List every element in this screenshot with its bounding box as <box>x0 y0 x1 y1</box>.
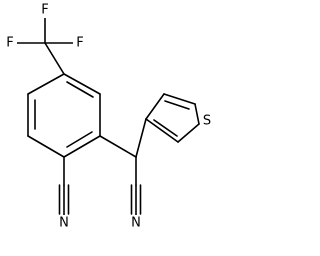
thiophene-bond <box>145 118 179 143</box>
aryl-nitrile-group <box>58 156 70 216</box>
thiophene-double-bond <box>164 100 190 110</box>
benzene-ring <box>27 73 101 158</box>
atom-labels: F F F N N S <box>3 3 214 231</box>
thiophene-bond <box>145 93 165 120</box>
fluorine-label: F <box>41 3 48 18</box>
methine-linker <box>99 118 147 158</box>
bond-ch-thiophene <box>135 118 147 158</box>
fluorine-label: F <box>6 36 13 51</box>
benzene-bond <box>27 73 65 95</box>
thiophene-bond <box>163 93 196 105</box>
molecular-structure: F F F N N S <box>3 2 214 231</box>
bond-cf3-ring <box>44 42 65 75</box>
benzene-bond <box>63 135 101 158</box>
nitrogen-label: N <box>131 216 141 231</box>
bond-ring-ch <box>99 135 137 158</box>
nitrogen-label: N <box>59 216 69 231</box>
thiophene-bond <box>177 123 200 143</box>
sulfur-label: S <box>203 114 211 129</box>
benzene-bond <box>63 73 101 95</box>
trifluoromethyl-group <box>16 14 74 75</box>
fluorine-label: F <box>76 36 83 51</box>
benzene-bond <box>27 135 65 158</box>
alkyl-nitrile-group <box>130 156 142 216</box>
benzene-double-bond <box>66 131 93 148</box>
benzene-double-bond <box>66 81 94 98</box>
thiophene-ring <box>145 93 200 143</box>
thiophene-double-bond <box>153 119 178 137</box>
thiophene-bond <box>194 103 200 125</box>
